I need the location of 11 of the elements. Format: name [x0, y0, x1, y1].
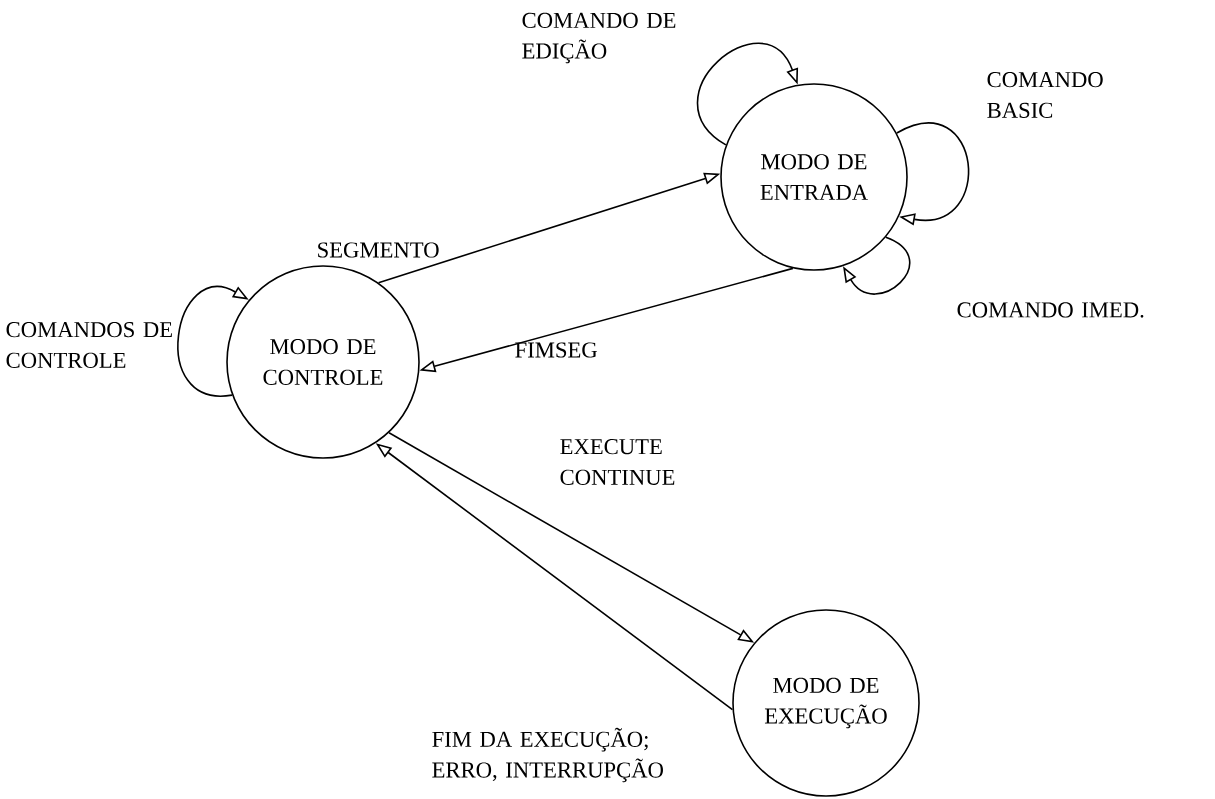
edge-label: SEGMENTO — [318, 242, 439, 258]
arrow — [896, 122, 970, 226]
edge-label: FIMSEG — [515, 342, 597, 358]
edge-label: COMANDOS DE CONTROLE — [6, 322, 172, 368]
edge-label: COMANDO DE EDIÇÃO — [522, 12, 676, 64]
edge-label: EXECUTE CONTINUE — [560, 439, 675, 485]
edge-label: COMANDO BASIC — [987, 72, 1103, 118]
arrow — [843, 236, 911, 295]
arrow — [696, 42, 799, 146]
edge-label: FIM DA EXECUÇÃO; ERRO, INTERRUPÇÃO — [432, 727, 663, 783]
edge-label: COMANDO IMED. — [957, 302, 1144, 318]
